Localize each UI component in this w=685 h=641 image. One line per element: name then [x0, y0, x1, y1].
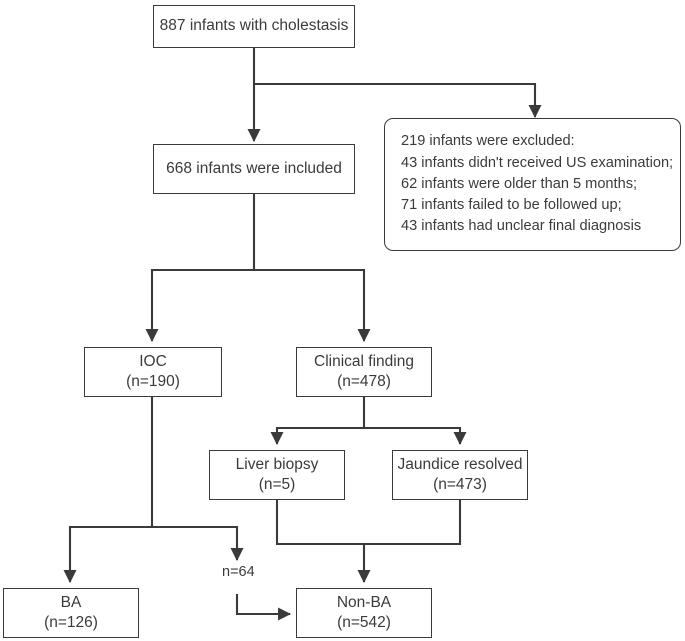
node-biopsy-label: Liver biopsy: [235, 455, 319, 473]
edge-total-to-excluded: [254, 82, 542, 119]
edge-included-to-clinical: [254, 268, 371, 343]
node-liver-biopsy[interactable]: Liver biopsy (n=5): [209, 450, 345, 500]
excluded-line-2: 43 infants didn't received US examinatio…: [401, 154, 674, 171]
edge-ioc-to-nonba-stub: [152, 525, 244, 562]
node-clinical-finding[interactable]: Clinical finding (n=478): [296, 347, 432, 397]
node-biopsy-count: (n=5): [258, 476, 296, 493]
node-nonba-label: Non-BA: [336, 593, 392, 611]
node-total-infants[interactable]: 887 infants with cholestasis: [153, 5, 355, 48]
edge-n64-to-nonba: [235, 594, 292, 621]
node-ioc[interactable]: IOC (n=190): [84, 347, 222, 397]
node-included-label: 668 infants were included: [166, 159, 342, 177]
edge-label-n64: n=64: [222, 564, 255, 580]
node-included-infants[interactable]: 668 infants were included: [153, 144, 355, 194]
excluded-line-5: 43 infants had unclear final diagnosis: [401, 218, 642, 235]
node-jaundice-resolved[interactable]: Jaundice resolved (n=473): [392, 450, 528, 500]
node-ba-count: (n=126): [44, 614, 98, 631]
node-jaundice-label: Jaundice resolved: [397, 455, 523, 473]
node-excluded-infants[interactable]: 219 infants were excluded: 43 infants di…: [384, 118, 681, 251]
excluded-line-1: 219 infants were excluded:: [401, 133, 575, 150]
edge-clinical-to-biopsy: [270, 426, 364, 446]
node-non-ba[interactable]: Non-BA (n=542): [296, 588, 432, 638]
node-nonba-count: (n=542): [337, 614, 391, 631]
edge-clinical-to-jaundice: [364, 426, 467, 446]
node-clinical-label: Clinical finding: [314, 352, 414, 370]
excluded-line-3: 62 infants were older than 5 months;: [401, 175, 638, 192]
edge-biopsy-merge: [275, 500, 364, 546]
node-ioc-label: IOC: [139, 352, 167, 370]
node-ba-label: BA: [60, 593, 82, 611]
edge-ioc-to-ba: [63, 525, 152, 584]
excluded-line-4: 71 infants failed to be followed up;: [401, 197, 622, 214]
node-clinical-count: (n=478): [337, 373, 391, 390]
edge-included-to-ioc: [145, 268, 254, 343]
edge-jaundice-merge: [364, 500, 462, 546]
node-ba[interactable]: BA (n=126): [3, 588, 139, 638]
node-ioc-count: (n=190): [126, 373, 180, 390]
node-total-label: 887 infants with cholestasis: [159, 17, 349, 35]
node-jaundice-count: (n=473): [433, 476, 487, 493]
